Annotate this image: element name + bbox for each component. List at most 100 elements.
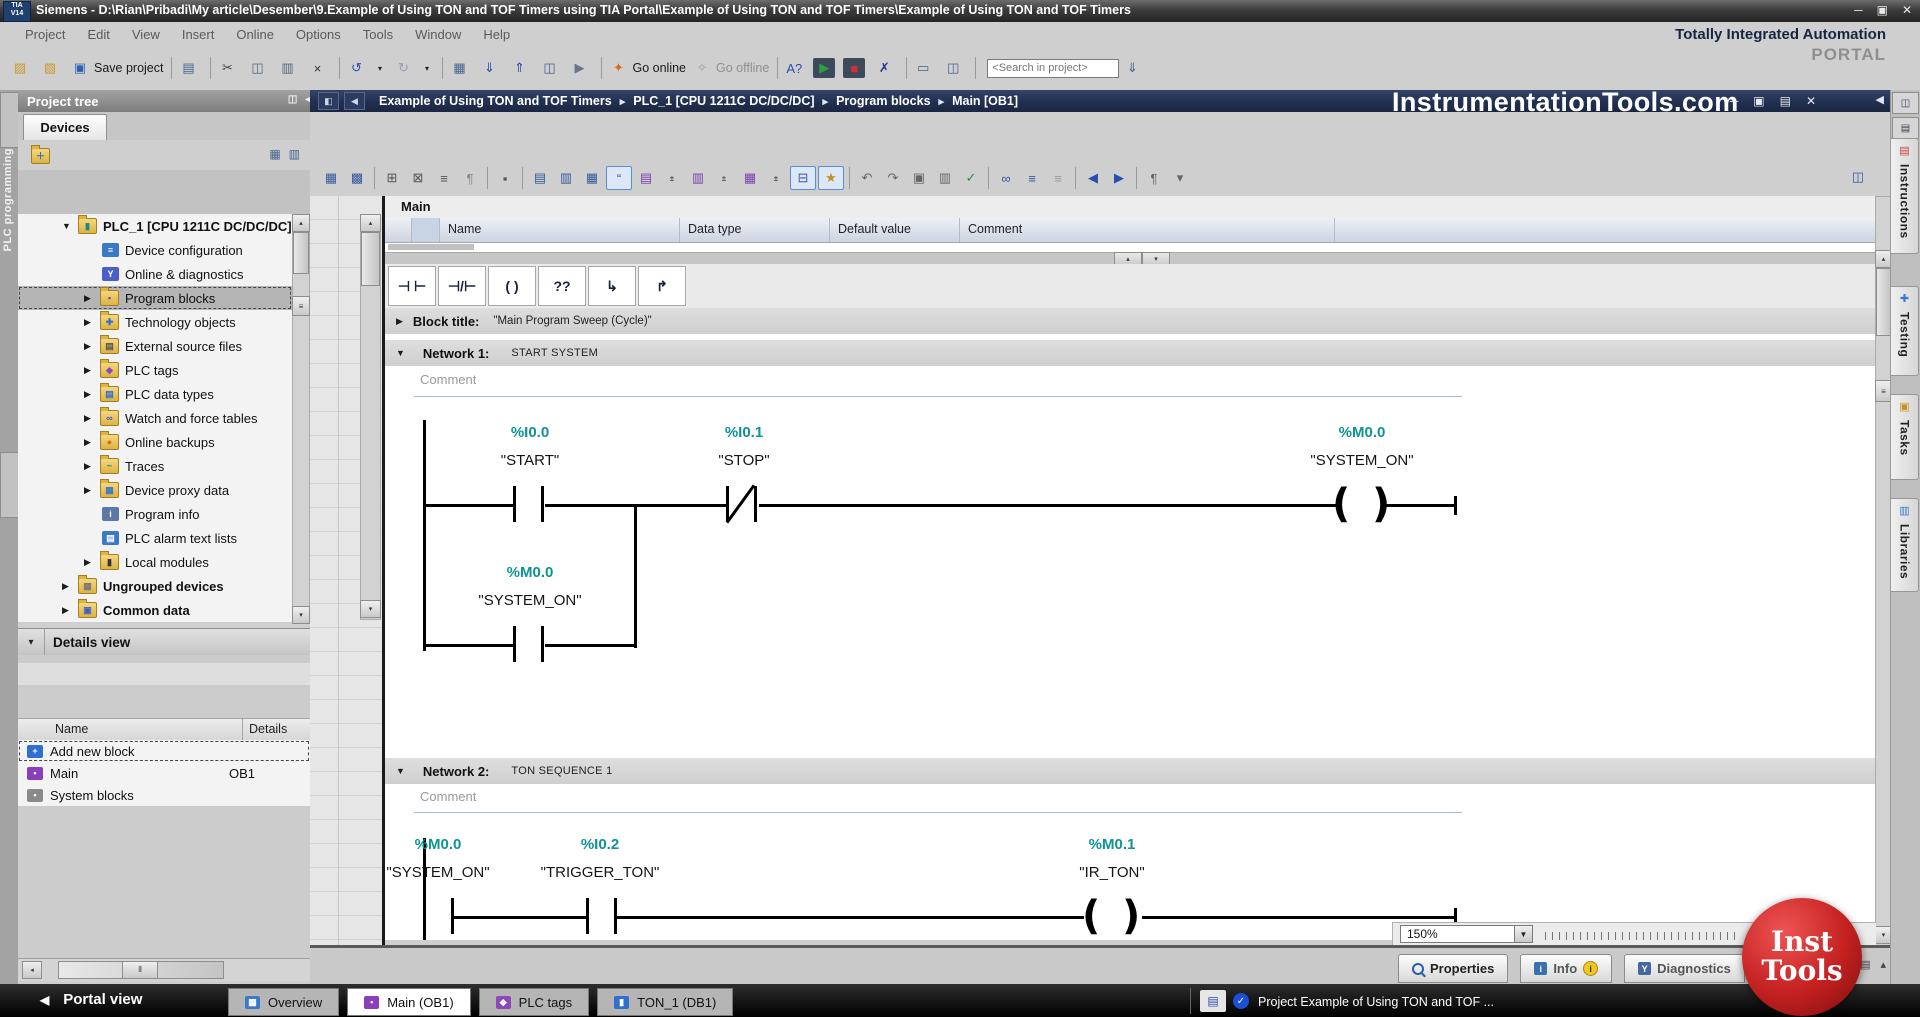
editor-tab[interactable]: ◆ PLC tags bbox=[478, 988, 590, 1016]
scrollbar-grip[interactable]: ⫴ bbox=[122, 961, 158, 979]
breadcrumb-item[interactable]: PLC_1 [CPU 1211C DC/DC/DC] bbox=[633, 94, 836, 108]
paste[interactable]: ▥ bbox=[281, 60, 294, 75]
editor-divider[interactable] bbox=[382, 196, 385, 948]
tab-diagnostics[interactable]: Y Diagnostics bbox=[1624, 954, 1745, 983]
tab-tasks[interactable]: ▣ Tasks bbox=[1891, 394, 1919, 480]
tree-item[interactable]: ▶ ▤ PLC data types bbox=[84, 383, 214, 402]
tab-info[interactable]: i Info i bbox=[1520, 954, 1613, 983]
scrollbar-thumb[interactable] bbox=[1876, 268, 1891, 336]
insert-comment[interactable]: ¶ bbox=[466, 170, 474, 186]
open-project[interactable]: ▧ bbox=[43, 60, 57, 75]
project-tree-scrollbar[interactable] bbox=[292, 214, 310, 624]
details-row[interactable]: ▪ System blocks bbox=[18, 784, 310, 806]
expand-networks[interactable]: ▤ bbox=[533, 170, 547, 185]
collapse-panel-icon[interactable]: ◀ bbox=[305, 94, 313, 105]
tree-item[interactable]: ▶ ◆ PLC tags bbox=[84, 359, 179, 378]
scrollbar-thumb[interactable] bbox=[293, 232, 309, 274]
editor-toolbar-item[interactable] bbox=[988, 167, 989, 189]
operand-address[interactable]: %M0.1 bbox=[1088, 836, 1136, 853]
interface-col-comment[interactable]: Comment bbox=[960, 218, 1335, 242]
reset-start-values[interactable]: ▪ bbox=[502, 170, 508, 186]
split-editor-horizontal[interactable]: ▭ bbox=[917, 60, 930, 75]
toolbar-item[interactable] bbox=[906, 57, 908, 79]
scroll-down-icon[interactable]: ▾ bbox=[360, 600, 381, 618]
insert-row[interactable]: ≡ bbox=[440, 170, 448, 186]
coil-symbol[interactable]: ( bbox=[1082, 893, 1101, 939]
menu-item[interactable]: Edit bbox=[87, 26, 110, 42]
toolbar-item[interactable] bbox=[601, 57, 603, 79]
tree-item[interactable]: ▶ ∞ Watch and force tables bbox=[84, 407, 258, 426]
menu-item[interactable]: Insert bbox=[181, 26, 215, 42]
editor-tab[interactable]: ▮ TON_1 (DB1) bbox=[597, 988, 734, 1016]
network-title[interactable]: START SYSTEM bbox=[511, 347, 599, 359]
open-branch[interactable]: ↳ bbox=[588, 266, 636, 306]
breadcrumb-item[interactable]: Main [OB1] bbox=[952, 94, 1019, 108]
close-button[interactable]: ✕ bbox=[1901, 3, 1912, 17]
next-error[interactable]: ↷ bbox=[887, 170, 899, 185]
favorites-toggle[interactable]: ★ bbox=[818, 166, 844, 190]
expander-icon[interactable]: ▶ bbox=[84, 388, 91, 399]
operand-tag[interactable]: "TRIGGER_TON" bbox=[540, 864, 660, 881]
scroll-left-icon[interactable]: ◂ bbox=[22, 961, 42, 979]
tab-properties[interactable]: Properties bbox=[1398, 954, 1509, 983]
tree-item[interactable]: ▶ ✚ Technology objects bbox=[84, 311, 236, 330]
tab-instructions[interactable]: ▤ Instructions bbox=[1891, 138, 1919, 254]
insert-block[interactable]: ▩ bbox=[350, 170, 364, 185]
menu-item[interactable]: Tools bbox=[362, 26, 394, 42]
add-new-device-icon[interactable]: ＋ bbox=[31, 145, 50, 164]
block-title-row[interactable]: ▶ Block title: "Main Program Sweep (Cycl… bbox=[385, 308, 1875, 335]
operand-tag[interactable]: "IR_TON" bbox=[1079, 864, 1145, 881]
scroll-down-icon[interactable]: ▾ bbox=[292, 606, 310, 624]
nav-history-icon[interactable]: ◧ bbox=[318, 92, 339, 110]
nc-contact[interactable]: ⊣/⊢ bbox=[438, 266, 486, 306]
update-block-call[interactable]: ▣ bbox=[912, 170, 926, 185]
portal-view-button[interactable]: ◀ Portal view bbox=[40, 991, 143, 1008]
coil-symbol[interactable]: ) bbox=[1372, 481, 1391, 527]
expander-icon[interactable]: ▶ bbox=[84, 292, 91, 303]
collapse-networks[interactable]: ▥ bbox=[559, 170, 573, 185]
absolute-operands-options[interactable]: ± bbox=[669, 173, 675, 183]
editor-tab[interactable]: ▦ Overview bbox=[228, 988, 340, 1016]
absolute-operands[interactable]: ▤ bbox=[639, 170, 653, 185]
scrollbar-grip[interactable]: ≡ bbox=[292, 296, 310, 316]
operand-address[interactable]: %I0.0 bbox=[510, 424, 550, 441]
expander-icon[interactable]: ▶ bbox=[84, 364, 91, 375]
editor-toolbar-item[interactable] bbox=[1136, 167, 1137, 189]
monitoring-toggle[interactable]: ∞ bbox=[1001, 170, 1011, 186]
expander-icon[interactable]: ▶ bbox=[84, 556, 91, 567]
tree-item[interactable]: ▤ PLC alarm text lists bbox=[18, 526, 292, 550]
coil-symbol[interactable]: ) bbox=[1122, 893, 1141, 939]
collapse-details-icon[interactable]: ▾ bbox=[18, 629, 45, 656]
editor-toolbar-item[interactable] bbox=[849, 167, 850, 189]
delete[interactable]: × bbox=[313, 60, 322, 76]
start-cpu[interactable]: ▶ bbox=[813, 58, 841, 78]
tree-item[interactable]: ▶ ▦ Ungrouped devices bbox=[62, 575, 224, 594]
modify-values[interactable]: ≡ bbox=[1054, 170, 1062, 186]
operand-tag[interactable]: "SYSTEM_ON" bbox=[1310, 452, 1414, 469]
zoom-level-select[interactable]: 150% ▼ bbox=[1400, 925, 1533, 943]
zoom-slider[interactable] bbox=[1545, 932, 1741, 940]
expander-icon[interactable]: ▶ bbox=[84, 316, 91, 327]
minimize-button[interactable]: ─ bbox=[1729, 94, 1739, 108]
operand-address[interactable]: %M0.0 bbox=[1338, 424, 1386, 441]
tree-item[interactable]: ▶ ▣ Common data bbox=[62, 599, 190, 618]
editor-toolbar-item[interactable] bbox=[487, 167, 488, 189]
empty-box[interactable]: ?? bbox=[538, 266, 586, 306]
editor-toolbar-item[interactable] bbox=[522, 167, 523, 189]
interface-col-datatype[interactable]: Data type bbox=[680, 218, 830, 242]
tree-item[interactable]: ▼ ▮ PLC_1 [CPU 1211C DC/DC/DC] bbox=[62, 215, 292, 234]
scroll-up-icon[interactable]: ▴ bbox=[292, 214, 310, 232]
toolbar-item[interactable] bbox=[339, 57, 341, 79]
scrollbar-thumb[interactable] bbox=[361, 232, 380, 286]
collapse-network-icon[interactable]: ▼ bbox=[396, 348, 405, 358]
operand-address[interactable]: %M0.0 bbox=[506, 564, 554, 581]
open-interface[interactable]: ▦ bbox=[324, 170, 338, 185]
split-editor-vertical[interactable]: ◫ bbox=[947, 60, 960, 75]
menu-item[interactable]: Help bbox=[483, 26, 511, 42]
details-row[interactable]: ▪ Main OB1 bbox=[18, 762, 310, 784]
no-contact[interactable]: ⊣ ⊢ bbox=[388, 266, 436, 306]
tree-item[interactable]: ▶ ▦ Device proxy data bbox=[84, 479, 230, 498]
insert-network[interactable]: ⊞ bbox=[386, 170, 398, 185]
operand-address[interactable]: %M0.0 bbox=[414, 836, 462, 853]
compile[interactable]: ▦ bbox=[453, 60, 466, 75]
